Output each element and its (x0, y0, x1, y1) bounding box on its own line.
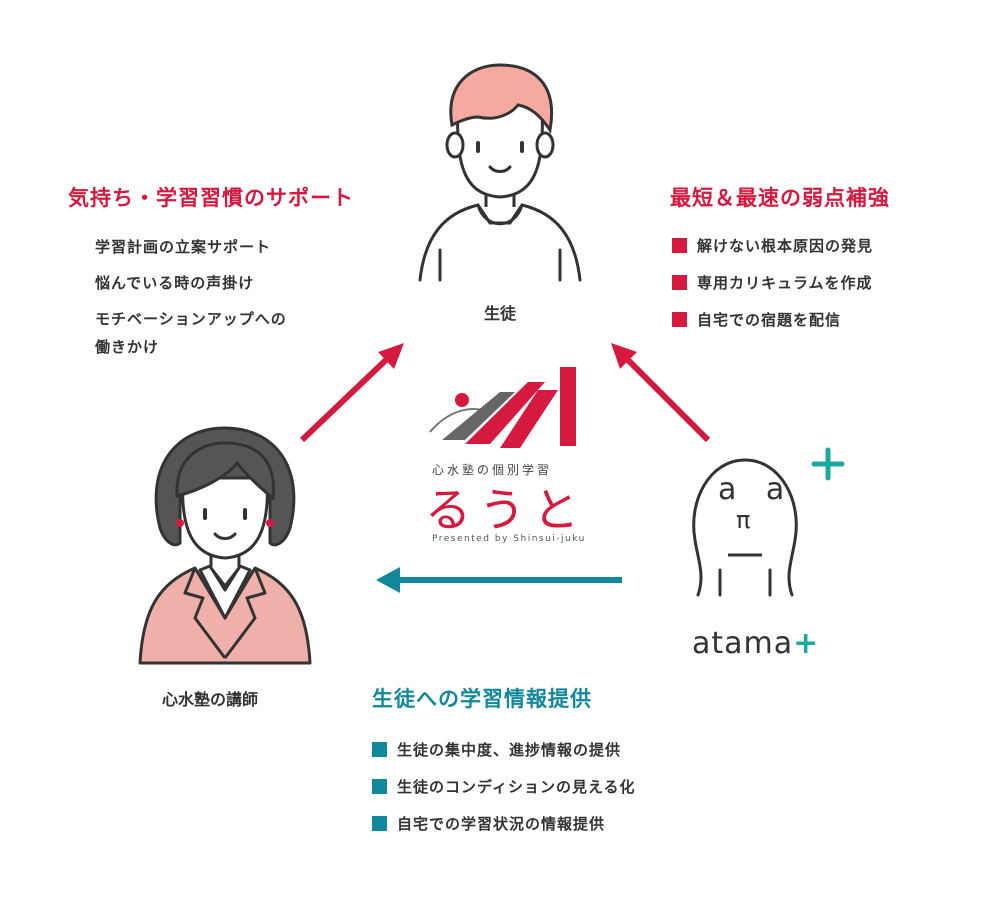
red-square-bullet (672, 312, 687, 327)
arrow-atama-to-student (611, 343, 711, 443)
teacher-caption: 心水塾の講師 (162, 690, 259, 709)
list-item: 解けない根本原因の発見 (672, 227, 873, 264)
red-square-bullet (672, 275, 687, 290)
atama-face-eyes: a a (718, 472, 795, 507)
teal-square-bullet (372, 816, 387, 831)
list-item: 生徒のコンディションの見える化 (372, 768, 636, 805)
arrow-teacher-to-student (299, 343, 404, 443)
logo-subtitle: 心水塾の個別学習 (432, 463, 553, 477)
weakness-heading: 最短＆最速の弱点補強 (670, 186, 890, 210)
teacher-illustration (138, 426, 312, 665)
atama-character (692, 447, 845, 597)
list-item: 専用カリキュラムを作成 (672, 264, 873, 301)
logo-presented: Presented by Shinsui-juku (432, 534, 586, 544)
route-logo-mark (429, 367, 576, 448)
support-item: モチベーションアップへの (95, 310, 287, 328)
weakness-list: 解けない根本原因の発見 専用カリキュラムを作成 自宅での宿題を配信 (672, 227, 873, 338)
list-item: 自宅での宿題を配信 (672, 301, 873, 338)
info-heading: 生徒への学習情報提供 (372, 687, 592, 711)
info-list: 生徒の集中度、進捗情報の提供 生徒のコンディションの見える化 自宅での学習状況の… (372, 731, 636, 842)
red-square-bullet (672, 238, 687, 253)
logo-name: るうと (425, 483, 587, 537)
atama-face-mouth: π (736, 506, 751, 534)
list-item: 自宅での学習状況の情報提供 (372, 805, 636, 842)
support-item: 悩んでいる時の声掛け (95, 274, 255, 292)
list-item: 生徒の集中度、進捗情報の提供 (372, 731, 636, 768)
student-caption: 生徒 (484, 304, 517, 323)
support-item: 学習計画の立案サポート (95, 238, 272, 256)
student-illustration (418, 63, 582, 282)
teal-square-bullet (372, 742, 387, 757)
teal-square-bullet (372, 779, 387, 794)
support-heading: 気持ち・学習習慣のサポート (68, 186, 354, 210)
arrow-atama-to-teacher (376, 567, 622, 593)
atama-wordmark: atama+ (692, 626, 820, 661)
support-item: 働きかけ (95, 338, 160, 356)
